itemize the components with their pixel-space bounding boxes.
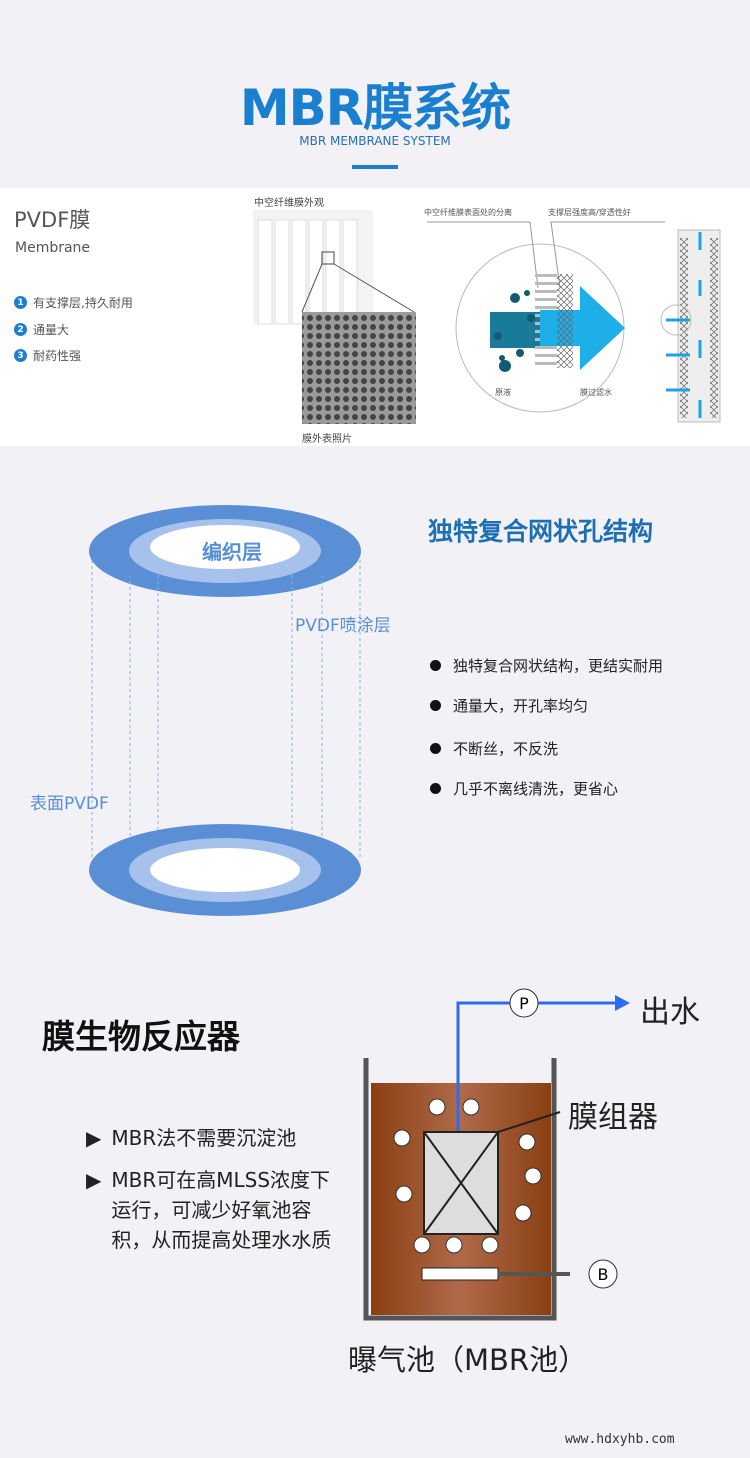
- number-badge: 2: [14, 323, 27, 336]
- structure-bullet: 不断丝，不反洗: [430, 738, 558, 759]
- feature-text: 有支撑层,持久耐用: [33, 296, 133, 310]
- feature-2: 2 通量大: [14, 321, 69, 338]
- filtered-water-label: 膜过滤水: [580, 388, 612, 397]
- pvdf-coat-label: PVDF喷涂层: [295, 616, 391, 636]
- pump-p-icon: [509, 988, 539, 1018]
- blower-b-label: B: [598, 1265, 609, 1284]
- pvdf-subtitle: Membrane: [15, 240, 91, 256]
- pvdf-title: PVDF膜: [14, 208, 91, 232]
- hollow-fiber-bundle-image: [253, 210, 415, 325]
- structure-bullet: 通量大，开孔率均匀: [430, 695, 588, 716]
- page-subtitle: MBR MEMBRANE SYSTEM: [299, 134, 451, 148]
- feature-text: 通量大: [33, 323, 70, 337]
- module-label: 膜组器: [568, 1100, 658, 1135]
- bullet-dot-icon: [430, 743, 441, 754]
- bullet-dot-icon: [430, 700, 441, 711]
- fiber-tube-illustration: [660, 229, 721, 423]
- page-title: MBR膜系统: [239, 79, 511, 137]
- structure-bullet: 几乎不离线清洗，更省心: [430, 778, 618, 799]
- triangle-bullet-icon: ▶: [86, 1168, 102, 1192]
- bullet-text: 不断丝，不反洗: [453, 740, 559, 758]
- title-underline: [352, 165, 398, 169]
- mbr-process-diagram: P B: [363, 988, 630, 1321]
- flow-arrow-icon: [540, 286, 625, 370]
- surface-pvdf-label: 表面PVDF: [30, 794, 109, 814]
- reactor-bullet: ▶ MBR法不需要沉淀池: [86, 1123, 296, 1153]
- feature-1: 1 有支撑层,持久耐用: [14, 294, 133, 311]
- blower-b-icon: [588, 1259, 618, 1289]
- membrane-surface-photo: [302, 312, 416, 424]
- outlet-arrow-icon: [615, 995, 630, 1011]
- pump-p-label: P: [519, 994, 529, 1013]
- number-badge: 1: [14, 296, 27, 309]
- tank-label: 曝气池（MBR池）: [348, 1343, 588, 1377]
- bullet-text: 几乎不离线清洗，更省心: [453, 780, 619, 798]
- bullet-dot-icon: [430, 660, 441, 671]
- weave-layer-label: 编织层: [202, 540, 262, 564]
- structure-title: 独特复合网状孔结构: [428, 517, 654, 546]
- raw-liquid-label: 原液: [495, 388, 511, 397]
- triangle-bullet-icon: ▶: [86, 1126, 102, 1150]
- photo-caption: 膜外表照片: [302, 434, 352, 445]
- pvdf-panel: PVDF膜 Membrane 1 有支撑层,持久耐用 2 通量大 3 耐药性强 中空纤…: [0, 188, 750, 446]
- cylinder-structure-diagram: [89, 505, 361, 916]
- feature-text: 耐药性强: [33, 349, 82, 363]
- structure-bullet: 独特复合网状结构，更结实耐用: [430, 655, 663, 676]
- bullet-text: MBR法不需要沉淀池: [111, 1126, 297, 1150]
- bullet-text: MBR可在高MLSS浓度下运行，可减少好氧池容积，从而提高处理水水质: [111, 1168, 332, 1252]
- number-badge: 3: [14, 349, 27, 362]
- outlet-label: 出水: [640, 995, 700, 1030]
- bullet-dot-icon: [430, 783, 441, 794]
- separation-label: 中空纤维膜表面处的分离: [424, 208, 512, 217]
- reactor-bullet: ▶ MBR可在高MLSS浓度下运行，可减少好氧池容积，从而提高处理水水质: [86, 1165, 336, 1255]
- support-label: 支撑层强度高/穿透性好: [548, 208, 631, 217]
- bullet-text: 独特复合网状结构，更结实耐用: [453, 657, 664, 675]
- membrane-illustration: [253, 210, 721, 424]
- website-link[interactable]: www.hdxyhb.com: [565, 1432, 675, 1447]
- feature-3: 3 耐药性强: [14, 347, 81, 364]
- fiber-caption: 中空纤维膜外观: [254, 198, 324, 209]
- reactor-title: 膜生物反应器: [42, 1017, 240, 1056]
- bullet-text: 通量大，开孔率均匀: [453, 697, 589, 715]
